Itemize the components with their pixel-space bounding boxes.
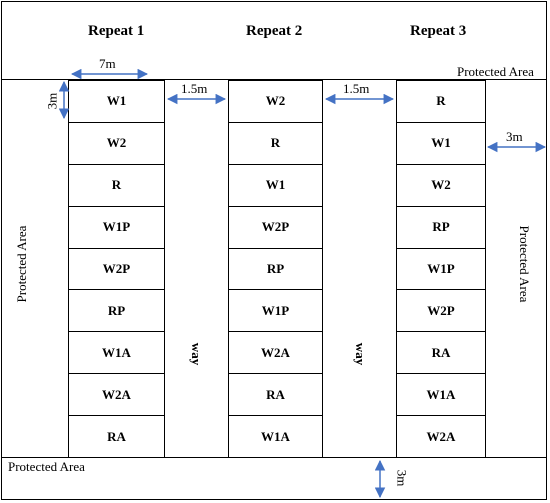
plot-cell: W1A: [261, 428, 290, 444]
gap-2-label: 1.5m: [343, 81, 370, 96]
plot-cell: W2P: [229, 207, 322, 249]
bottom-border-label: 3m: [394, 469, 410, 487]
plot-cell: R: [229, 123, 322, 165]
protected-area-bottom-label: Protected Area: [8, 459, 85, 474]
protected-area-right-label: Protected Area: [517, 225, 532, 303]
plot-cell: W1P: [69, 207, 164, 249]
plot-cell: W2A: [69, 374, 164, 417]
plot-cell: RP: [397, 207, 485, 249]
plot-cell: RP: [229, 249, 322, 291]
plot-cell: W1A: [397, 374, 485, 417]
top-separator-line: [1, 79, 547, 80]
plot-cell: R: [397, 81, 485, 123]
way-1-label: way: [189, 342, 205, 366]
plot-cell: W1P: [397, 249, 485, 291]
plot-cell: W2A: [426, 428, 456, 444]
plot-cell: W1: [229, 165, 322, 207]
plot-cell: RP: [69, 290, 164, 333]
plot-cell: W1: [69, 81, 164, 123]
plot-cell: W2P: [397, 290, 485, 333]
repeat-1-title: Repeat 1: [88, 23, 145, 39]
way-2-label: way: [353, 342, 369, 366]
plot-cell: W2P: [69, 249, 164, 291]
plot-cell: RA: [397, 332, 485, 375]
plot-cell: W2: [397, 165, 485, 207]
plot-cell: RA: [107, 428, 126, 444]
plot-height-label: 3m: [44, 92, 60, 110]
repeat-1-column: W1 W2 R W1P W2P RP W1A W2A RA: [68, 80, 165, 458]
plot-width-label: 7m: [99, 56, 116, 71]
repeat-2-title: Repeat 2: [246, 23, 303, 39]
plot-cell: R: [69, 165, 164, 207]
plot-cell: W2: [229, 81, 322, 123]
plot-cell: W1A: [69, 332, 164, 375]
plot-cell: W2A: [229, 332, 322, 375]
protected-area-left-label: Protected Area: [14, 225, 29, 303]
protected-area-top-label: Protected Area: [457, 64, 534, 79]
repeat-3-column: R W1 W2 RP W1P W2P RA W1A W2A: [396, 80, 486, 458]
right-border-label: 3m: [506, 129, 523, 144]
plot-cell: W2: [69, 123, 164, 165]
gap-1-label: 1.5m: [181, 81, 208, 96]
plot-cell: W1: [397, 123, 485, 165]
plot-cell: W1P: [229, 290, 322, 333]
repeat-3-title: Repeat 3: [410, 23, 467, 39]
plot-cell: RA: [229, 374, 322, 417]
repeat-2-column: W2 R W1 W2P RP W1P W2A RA W1A: [228, 80, 323, 458]
